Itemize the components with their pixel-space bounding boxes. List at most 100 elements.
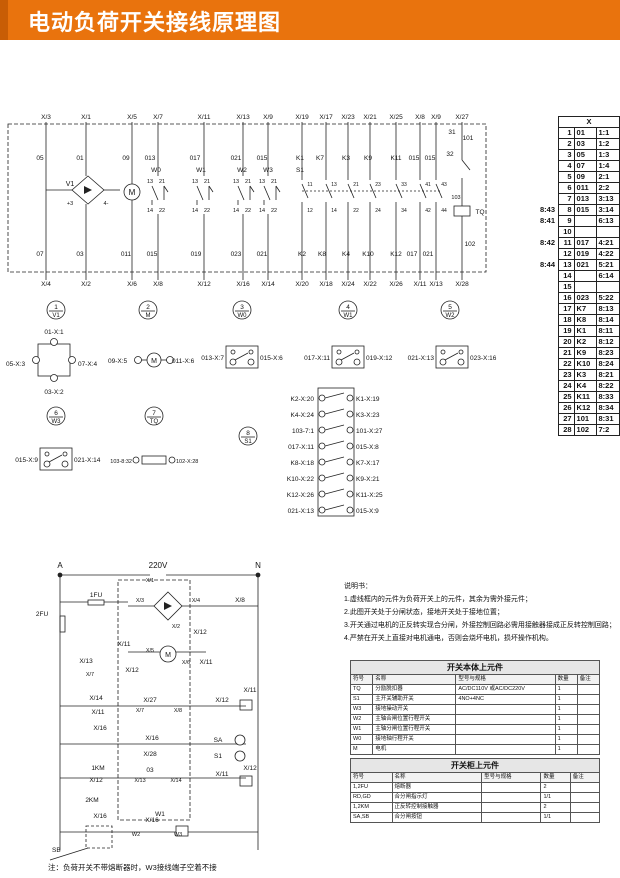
- s1-left-label: K4-X:24: [291, 412, 315, 419]
- terminal-cross-ref: [538, 150, 559, 161]
- note-item: 4.严禁在开关上直接对电机通电，否则会烧坏电机，损坏操作机构。: [344, 635, 553, 642]
- terminal-wire: [573, 270, 597, 282]
- top-terminal-label: X/7: [153, 114, 163, 121]
- parts-table-cell: M: [349, 744, 374, 755]
- terminal-number: 18: [558, 314, 575, 326]
- parts-table-cell: 4NO+4NC: [455, 694, 556, 705]
- parts-table-cell: 合分闸指示灯: [391, 792, 483, 803]
- parts-table-cell: 电机: [372, 744, 457, 755]
- terminal-connection: 5:21: [595, 259, 620, 271]
- upper-wire-label: K1: [296, 155, 304, 162]
- component-number: 8: [246, 430, 250, 437]
- device-label: X/12: [243, 765, 257, 772]
- s1-contact-block: [317, 387, 355, 517]
- terminal-circle: [318, 474, 326, 482]
- parts-table-cell: 1: [554, 724, 578, 735]
- terminal-row: 10: [538, 226, 620, 238]
- pin-label: 03-X:2: [44, 389, 64, 396]
- switch-contact: [324, 440, 345, 447]
- lower-wire-label: 019: [191, 251, 202, 258]
- contact-number: 44: [441, 208, 447, 214]
- lower-wire-label: 017: [407, 251, 418, 258]
- upper-wire-label: 015: [257, 155, 268, 162]
- parts-table-cell: 接地操动开关: [372, 704, 457, 715]
- bottom-terminal-label: X/2: [81, 281, 91, 288]
- terminal-cross-ref: [538, 293, 559, 304]
- s1-right-label: K11-X:25: [356, 492, 383, 499]
- terminal-circle: [168, 456, 176, 464]
- component-name: W3: [52, 419, 62, 425]
- component-badge: [338, 300, 358, 320]
- switch-contact: [208, 185, 214, 193]
- device-label: X/16: [145, 817, 159, 824]
- parts-table-cell: 正反转控制接触器: [391, 802, 483, 813]
- lower-wire-label: K4: [342, 251, 350, 258]
- switch-contact: [324, 488, 345, 495]
- terminal-circle: [318, 458, 326, 466]
- terminal-dot: [44, 451, 50, 457]
- component-badge: [440, 300, 460, 320]
- pin-label: 013-X:7: [201, 355, 224, 362]
- terminal-connection: 8:14: [595, 314, 620, 326]
- terminal-cross-ref: 8:41: [540, 216, 556, 225]
- s1-left-label: 021-X:13: [288, 508, 315, 515]
- terminal-circle: [132, 456, 140, 464]
- terminal-dot: [62, 451, 68, 457]
- parts-table-cell: [481, 782, 542, 793]
- bottom-terminal-label: X/12: [197, 281, 211, 288]
- top-terminal-label: X/21: [363, 114, 377, 121]
- terminal-number: 1: [558, 127, 575, 139]
- device-label: M: [129, 188, 136, 197]
- device-label: W2: [237, 167, 247, 174]
- contact-number: 24: [375, 208, 381, 214]
- terminal-wire: 07: [573, 160, 597, 172]
- parts-table-cell: [481, 792, 542, 803]
- device-label: X/27: [143, 697, 157, 704]
- parts-table-cell: [569, 782, 601, 793]
- contactor-label: X/11: [118, 641, 131, 648]
- component-name: W0: [238, 313, 248, 319]
- terminal-label: W3: [174, 832, 182, 838]
- terminal-number: 10: [558, 226, 575, 238]
- device-label: X/16: [145, 735, 159, 742]
- upper-wire-label: K3: [342, 155, 350, 162]
- switch-contact: [324, 504, 345, 511]
- terminal-wire: K4: [573, 380, 597, 392]
- lamp-label: S1: [214, 753, 222, 760]
- pin-label: 01-X:1: [44, 329, 64, 336]
- terminal-number: 16: [558, 292, 575, 304]
- switch-contact: [324, 392, 345, 399]
- parts-table-caption: 开关本体上元件: [350, 660, 600, 675]
- top-terminal-label: X/11: [198, 114, 211, 121]
- contact-number: 21: [245, 179, 251, 185]
- w0-switch-box: [225, 345, 259, 369]
- terminal-wire: 019: [573, 248, 597, 260]
- top-terminal-label: X/9: [431, 114, 441, 121]
- switch-contact: [163, 185, 169, 193]
- device-label: X/11: [216, 771, 229, 778]
- bottom-terminal-label: X/8: [153, 281, 163, 288]
- parts-table-cell: [569, 802, 601, 813]
- terminal-connection: 1:2: [595, 138, 620, 150]
- parts-table-header: 数量: [540, 772, 571, 783]
- terminal-wire: K2: [573, 336, 597, 348]
- terminal-dot: [458, 349, 464, 355]
- terminal-connection: 4:21: [595, 237, 620, 249]
- parts-table-cell: [455, 704, 556, 715]
- component-badge: [232, 300, 252, 320]
- terminal-wire: [573, 226, 597, 238]
- pin-label: 103-8:32: [110, 459, 132, 465]
